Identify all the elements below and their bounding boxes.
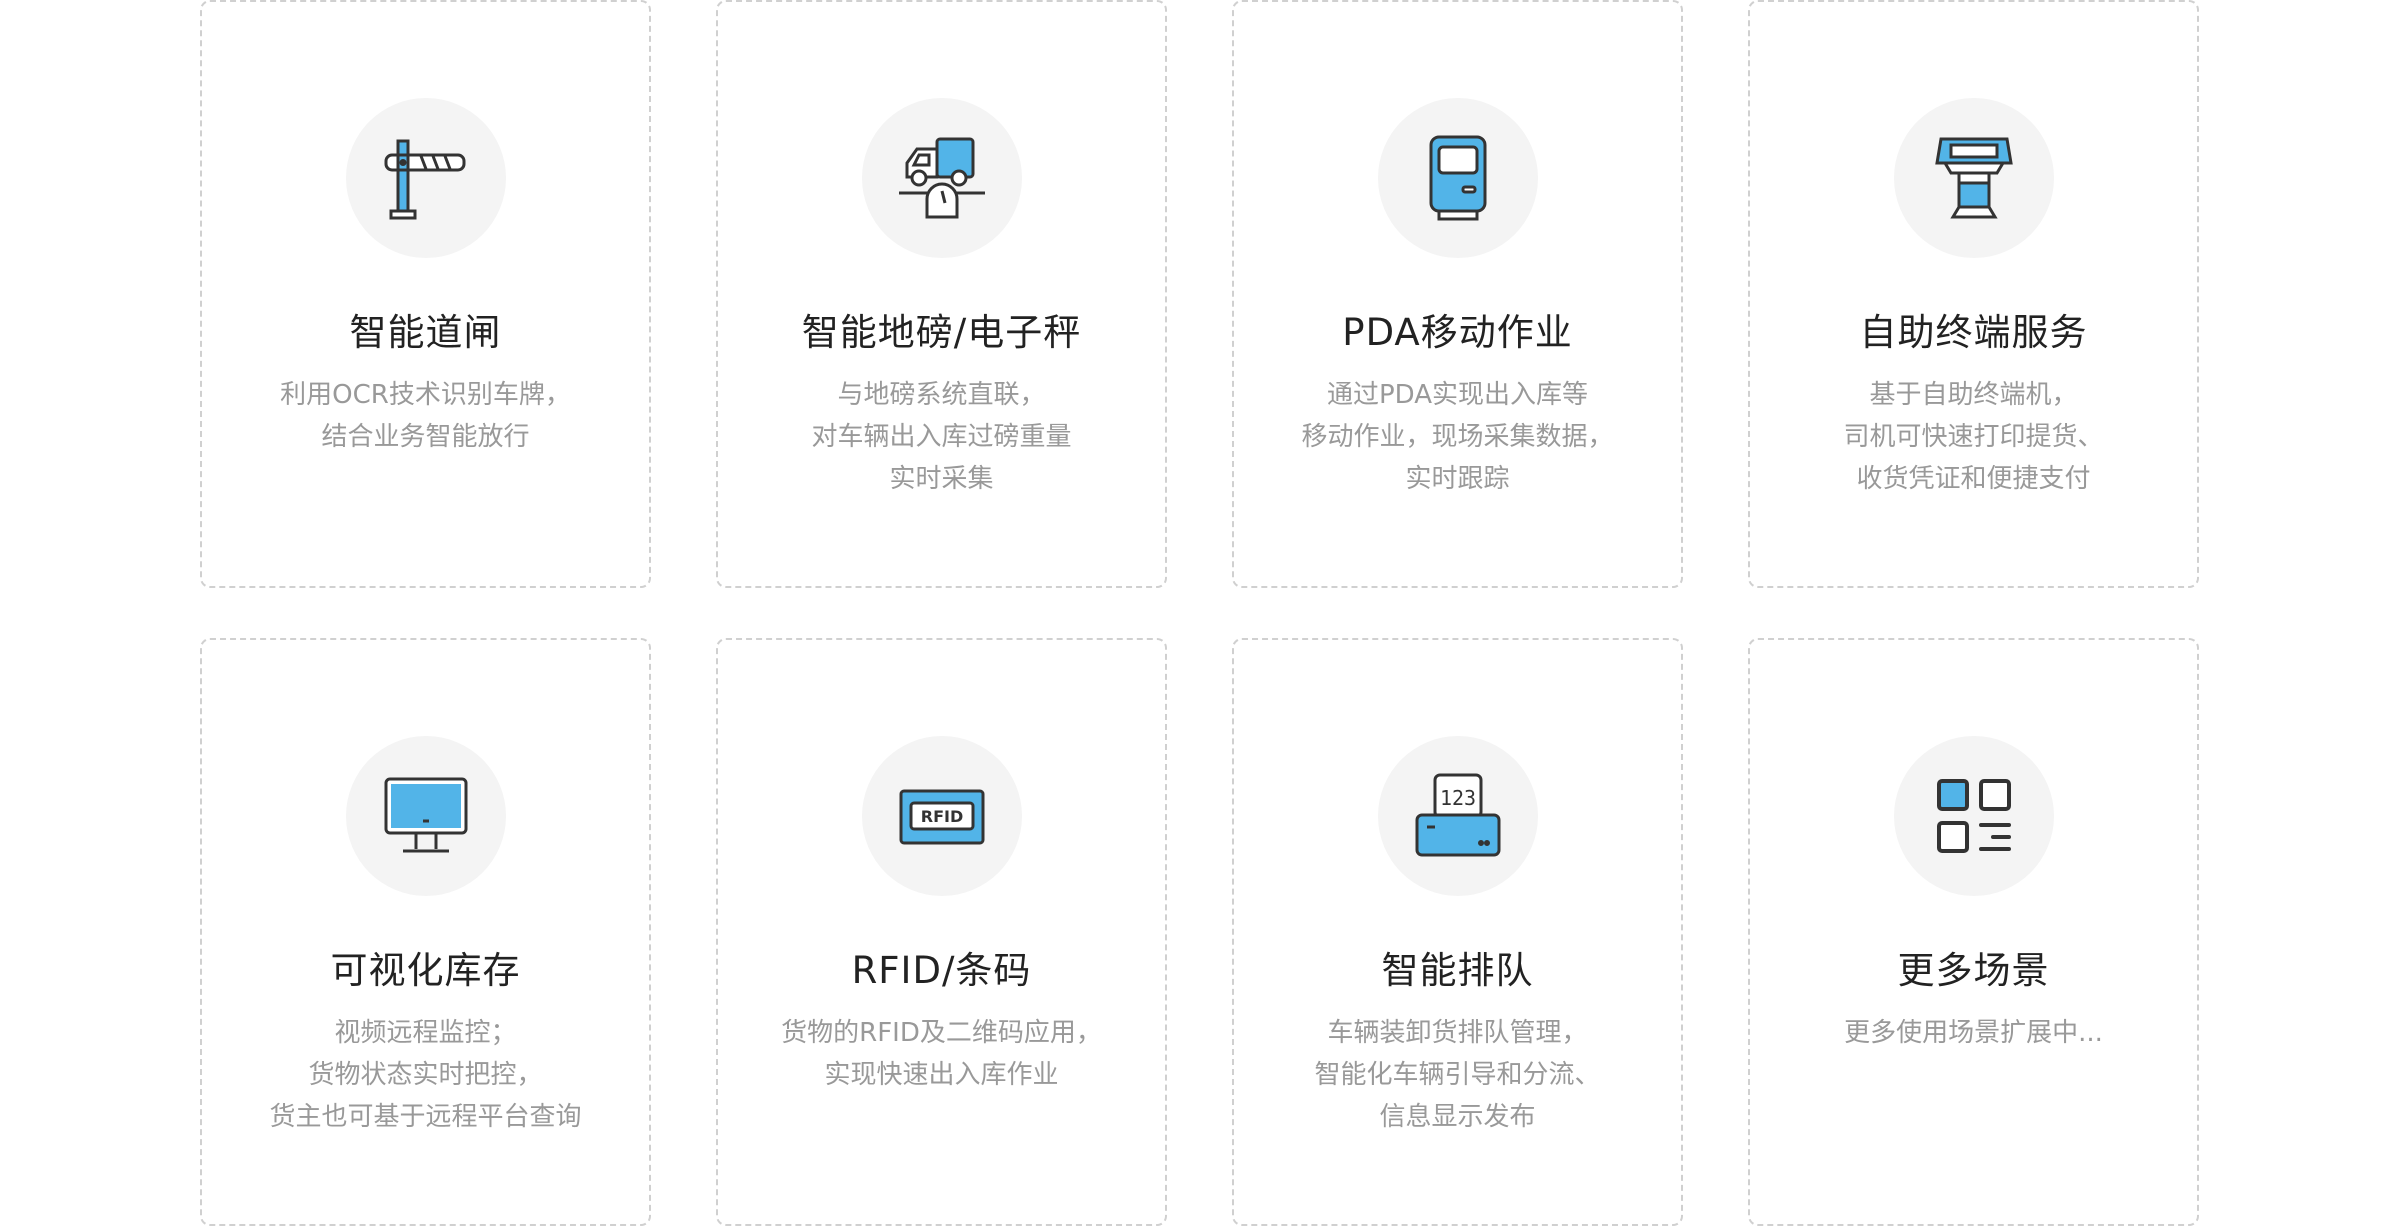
icon-circle: RFID [861,736,1022,896]
feature-card-rfid: RFID RFID/条码 货物的RFID及二维码应用， 实现快速出入库作业 [716,638,1167,1226]
feature-title: 智能地磅/电子秤 [801,311,1082,354]
pda-icon [1429,135,1486,221]
feature-description: 通过PDA实现出入库等 移动作业，现场采集数据， 实时跟踪 [1301,380,1614,494]
feature-title: 智能排队 [1381,949,1534,992]
svg-text:RFID: RFID [920,807,962,826]
feature-title: PDA移动作业 [1342,311,1573,354]
feature-card-kiosk: 自助终端服务 基于自助终端机， 司机可快速打印提货、 收货凭证和便捷支付 [1748,0,2199,588]
feature-card-truck-scale: 智能地磅/电子秤 与地磅系统直联， 对车辆出入库过磅重量 实时采集 [716,0,1167,588]
icon-circle [345,736,506,896]
barrier-gate-icon [384,139,465,220]
feature-title: 自助终端服务 [1859,311,2088,354]
svg-text:123: 123 [1439,786,1475,810]
feature-title: 更多场景 [1897,949,2050,992]
feature-card-barrier-gate: 智能道闸 利用OCR技术识别车牌， 结合业务智能放行 [200,0,651,588]
feature-description: 更多使用场景扩展中... [1844,1018,2103,1048]
feature-description: 基于自助终端机， 司机可快速打印提货、 收货凭证和便捷支付 [1843,380,2104,494]
icon-circle [345,98,506,258]
feature-card-more: 更多场景 更多使用场景扩展中... [1748,638,2199,1226]
feature-grid: 智能道闸 利用OCR技术识别车牌， 结合业务智能放行 智能地磅/电子秤 与地磅系… [200,0,2199,1226]
icon-circle: 123 [1377,736,1538,896]
feature-card-smart-queue: 123 智能排队 车辆装卸货排队管理， 智能化车辆引导和分流、 信息显示发布 [1232,638,1683,1226]
feature-description: 货物的RFID及二维码应用， 实现快速出入库作业 [781,1018,1102,1090]
icon-circle [1893,98,2054,258]
feature-description: 利用OCR技术识别车牌， 结合业务智能放行 [280,380,571,452]
feature-description: 视频远程监控； 货物状态实时把控， 货主也可基于远程平台查询 [269,1018,582,1132]
feature-description: 与地磅系统直联， 对车辆出入库过磅重量 实时采集 [811,380,1072,494]
icon-circle [1893,736,2054,896]
icon-circle [861,98,1022,258]
queue-display-icon: 123 [1415,773,1500,857]
truck-scale-icon [898,137,985,219]
feature-card-pda: PDA移动作业 通过PDA实现出入库等 移动作业，现场采集数据， 实时跟踪 [1232,0,1683,588]
feature-description: 车辆装卸货排队管理， 智能化车辆引导和分流、 信息显示发布 [1314,1018,1601,1132]
kiosk-icon [1934,137,2013,219]
feature-title: 智能道闸 [349,311,502,354]
feature-title: RFID/条码 [851,949,1032,992]
more-apps-icon [1936,779,2011,853]
monitor-icon [384,777,467,853]
feature-title: 可视化库存 [330,949,521,992]
rfid-tag-icon: RFID [899,789,984,845]
icon-circle [1377,98,1538,258]
feature-card-visual-inventory: 可视化库存 视频远程监控； 货物状态实时把控， 货主也可基于远程平台查询 [200,638,651,1226]
